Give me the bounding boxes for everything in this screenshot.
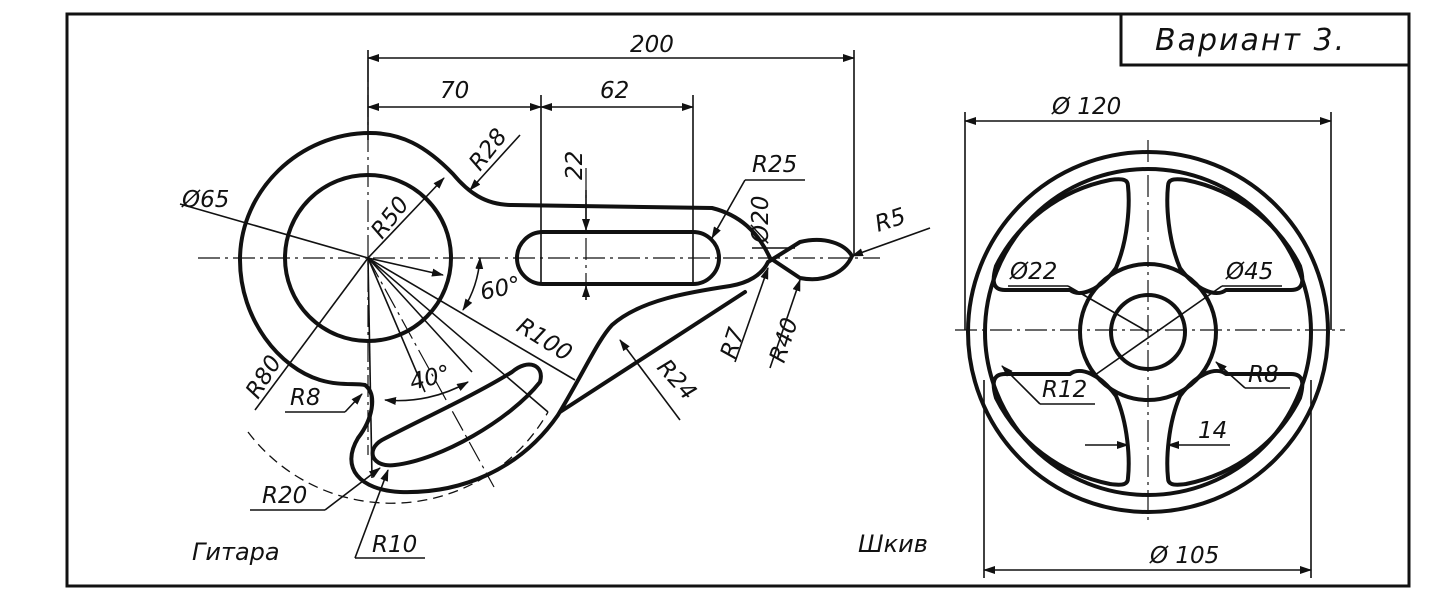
dimension-phi20: Ø20 <box>748 196 795 249</box>
pulley-inner-rim <box>983 167 1313 497</box>
dim-22: 22 <box>562 151 588 180</box>
dimension-22: 22 <box>562 151 590 300</box>
dimension-r12: R12 <box>1001 365 1095 405</box>
dim-r7: R7 <box>716 324 750 361</box>
dimension-r40: R40 <box>765 279 804 369</box>
dimension-phi105: Ø 105 <box>983 380 1312 578</box>
variant-title: Вариант 3. <box>1155 23 1346 58</box>
dim-r25: R25 <box>752 152 797 178</box>
pulley-part: Ø 120 Ø 105 Ø22 Ø45 R12 <box>858 94 1345 578</box>
dim-70: 70 <box>440 78 469 104</box>
dimension-62: 62 <box>540 78 694 285</box>
pulley-caption: Шкив <box>858 530 928 558</box>
dim-r40: R40 <box>765 315 804 366</box>
dim-r5: R5 <box>872 204 909 238</box>
drawing-frame <box>65 12 1411 588</box>
guitar-part: 200 70 62 22 R28 R25 <box>179 32 931 566</box>
dim-phi20: Ø20 <box>748 196 774 244</box>
pulley-outer-rim <box>966 150 1330 514</box>
pulley-window-top-right <box>1165 177 1305 296</box>
guitar-straight-slot <box>515 230 721 286</box>
guitar-outer-contour <box>238 131 854 495</box>
angle-40-arc <box>384 381 469 406</box>
dimension-r28: R28 <box>464 124 521 191</box>
dimension-r24: R24 <box>619 339 702 421</box>
dim-r8-pulley: R8 <box>1248 362 1279 388</box>
title-block: Вариант 3. <box>1119 14 1409 67</box>
dim-angle-60: 60° <box>478 272 523 306</box>
dim-r12: R12 <box>1042 377 1087 403</box>
dimension-r8-pulley: R8 <box>1215 361 1290 389</box>
dim-phi22: Ø22 <box>1009 259 1057 285</box>
guitar-tangent-edge <box>558 290 747 414</box>
dim-r10: R10 <box>372 532 417 558</box>
dim-phi65: Ø65 <box>181 187 229 213</box>
pulley-bore <box>1109 293 1187 371</box>
dimension-phi120: Ø 120 <box>964 94 1332 330</box>
dim-phi105: Ø 105 <box>1149 543 1219 569</box>
dimension-r10: R10 <box>354 469 425 559</box>
dimension-phi22: Ø22 <box>1008 259 1149 333</box>
dim-phi45: Ø45 <box>1225 259 1273 285</box>
dimension-r20: R20 <box>250 467 381 511</box>
guitar-main-hole <box>283 173 453 343</box>
dimension-phi45: Ø45 <box>1094 259 1282 376</box>
dimension-r25: R25 <box>711 152 805 239</box>
arc-slot-centerline <box>367 257 495 488</box>
dim-200: 200 <box>630 32 674 58</box>
dim-r50: R50 <box>366 192 414 244</box>
pulley-hub <box>1078 262 1218 402</box>
guitar-curved-slot <box>370 362 543 468</box>
dim-r8-guitar: R8 <box>290 385 321 411</box>
angle-60-arc <box>462 257 484 311</box>
pulley-window-bottom-left <box>991 368 1131 487</box>
dim-14: 14 <box>1198 418 1227 444</box>
dimension-r8-guitar: R8 <box>285 385 363 413</box>
r80-construction-arc <box>247 411 549 504</box>
pulley-window-bottom-right <box>1165 368 1305 487</box>
dimension-200: 200 <box>367 32 855 256</box>
dimension-r5: R5 <box>851 204 931 257</box>
radial-rays <box>179 177 576 479</box>
dim-62: 62 <box>600 78 629 104</box>
pulley-window-top-left <box>991 177 1131 296</box>
dim-phi120: Ø 120 <box>1051 94 1121 120</box>
guitar-caption: Гитара <box>192 538 280 566</box>
dim-r20: R20 <box>262 483 307 509</box>
dimension-70: 70 <box>367 78 542 285</box>
dim-r28: R28 <box>464 124 512 176</box>
dim-r100: R100 <box>512 313 577 367</box>
dim-r24: R24 <box>652 355 702 406</box>
dimension-14: 14 <box>1085 418 1230 449</box>
